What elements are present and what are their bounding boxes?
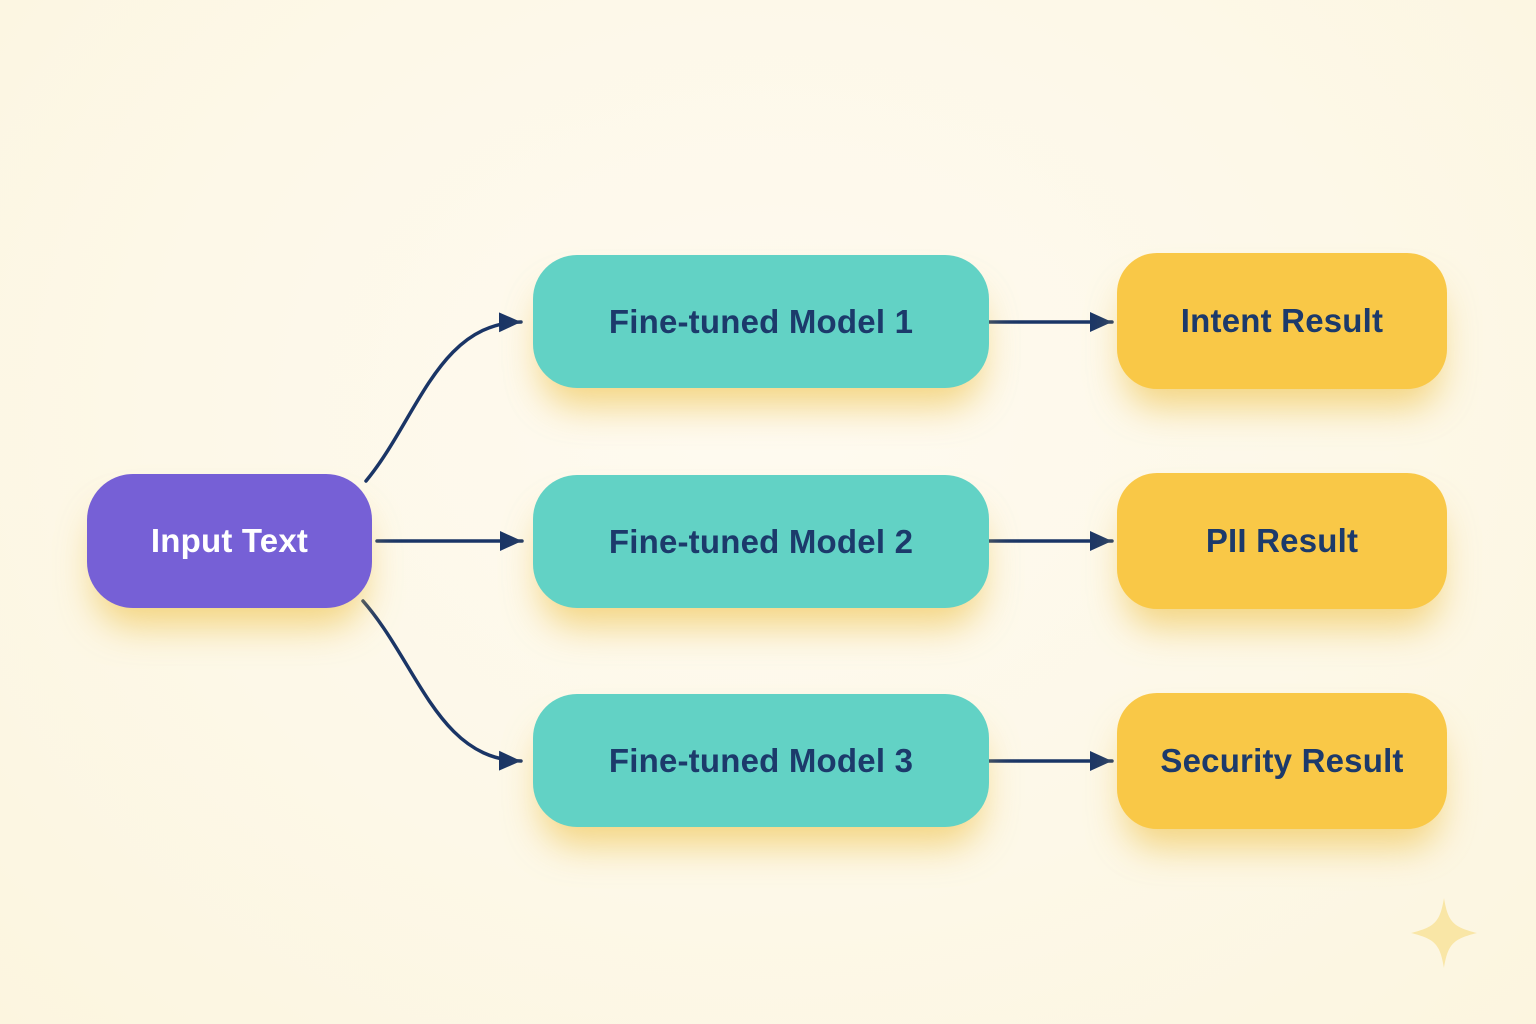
input-text-label: Input Text xyxy=(150,522,309,559)
sparkle-icon xyxy=(1411,898,1477,968)
pii-result-label: PII Result xyxy=(1205,522,1359,559)
security-result-node: Security Result xyxy=(1117,693,1447,829)
intent-result-label: Intent Result xyxy=(1180,302,1384,339)
pii-result-node: PII Result xyxy=(1117,473,1447,609)
model-node-3: Fine-tuned Model 3 xyxy=(533,694,989,827)
model-node-1-label: Fine-tuned Model 1 xyxy=(608,302,914,340)
intent-result-node: Intent Result xyxy=(1117,253,1447,389)
arrow-input-to-model-3 xyxy=(361,599,523,771)
input-text-node: Input Text xyxy=(87,474,372,608)
arrow-input-to-model-1 xyxy=(364,312,523,483)
model-node-2-label: Fine-tuned Model 2 xyxy=(608,522,914,560)
model-node-1: Fine-tuned Model 1 xyxy=(533,255,989,388)
model-node-2: Fine-tuned Model 2 xyxy=(533,475,989,608)
model-node-3-label: Fine-tuned Model 3 xyxy=(608,741,914,779)
security-result-label: Security Result xyxy=(1160,742,1404,779)
